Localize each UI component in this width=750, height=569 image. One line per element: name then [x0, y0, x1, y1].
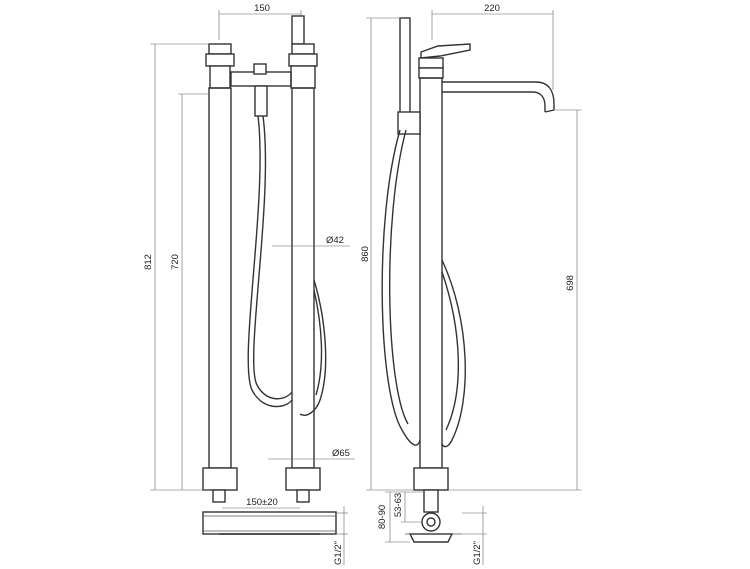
dim-total-height-front: 812: [143, 254, 154, 270]
dim-thread-right: G1/2": [472, 541, 483, 565]
side-view: 220 860 698: [360, 3, 582, 565]
dim-spout-height: 698: [565, 275, 576, 291]
dim-spout-reach: 220: [484, 3, 500, 14]
dim-thread-left: G1/2": [333, 541, 344, 565]
dim-base-range: 53-63: [393, 493, 404, 517]
dim-total-height-side: 860: [360, 246, 371, 262]
dim-base-diameter: Ø65: [332, 448, 350, 459]
front-view: 150 812 72: [143, 3, 355, 565]
dim-column-diameter: Ø42: [326, 235, 344, 246]
dim-pipe-spacing: 150±20: [246, 497, 278, 508]
dim-spout-spacing: 150: [254, 3, 270, 14]
dim-body-height: 720: [170, 254, 181, 270]
dim-height-range: 80-90: [377, 505, 388, 529]
